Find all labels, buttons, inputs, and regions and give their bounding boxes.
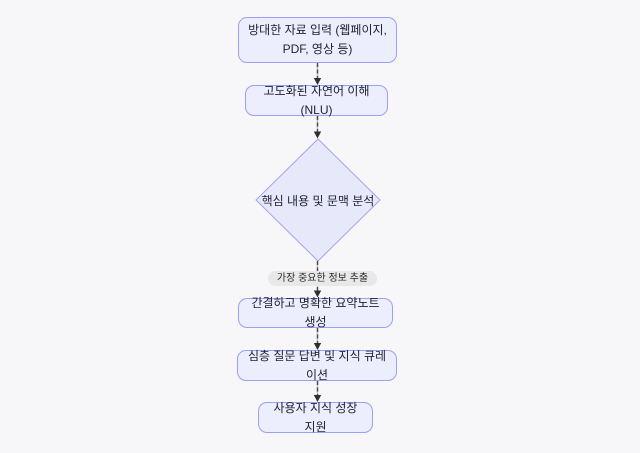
node-nlu-label: 고도화된 자연어 이해 (NLU) bbox=[263, 83, 370, 117]
node-qa-label: 심층 질문 답변 및 지식 큐레이션 bbox=[247, 348, 387, 382]
node-growth-label: 사용자 지식 성장 지원 bbox=[273, 400, 358, 434]
node-summary-label: 간결하고 명확한 요약노트 생성 bbox=[251, 296, 380, 329]
node-growth: 사용자 지식 성장 지원 bbox=[258, 400, 373, 434]
edge-label-extract: 가장 중요한 정보 추출 bbox=[268, 271, 377, 286]
edge-qa-to-growth bbox=[313, 381, 322, 402]
edge-nlu-to-analyze bbox=[313, 116, 322, 139]
edge-summary-to-qa bbox=[313, 328, 322, 350]
edge-input-to-nlu bbox=[313, 63, 322, 85]
node-input-label: 방대한 자료 입력 (웹페이지, PDF, 영상 등) bbox=[248, 23, 387, 56]
node-input: 방대한 자료 입력 (웹페이지, PDF, 영상 등) bbox=[238, 17, 397, 63]
node-analyze-label: 핵심 내용 및 문맥 분석 bbox=[261, 193, 375, 208]
node-qa: 심층 질문 답변 및 지식 큐레이션 bbox=[237, 348, 397, 382]
node-summary: 간결하고 명확한 요약노트 생성 bbox=[238, 296, 393, 329]
edge-label-extract-text: 가장 중요한 정보 추출 bbox=[276, 273, 369, 284]
node-analyze: 핵심 내용 및 문맥 분석 bbox=[256, 186, 380, 214]
node-nlu: 고도화된 자연어 이해 (NLU) bbox=[245, 83, 388, 117]
